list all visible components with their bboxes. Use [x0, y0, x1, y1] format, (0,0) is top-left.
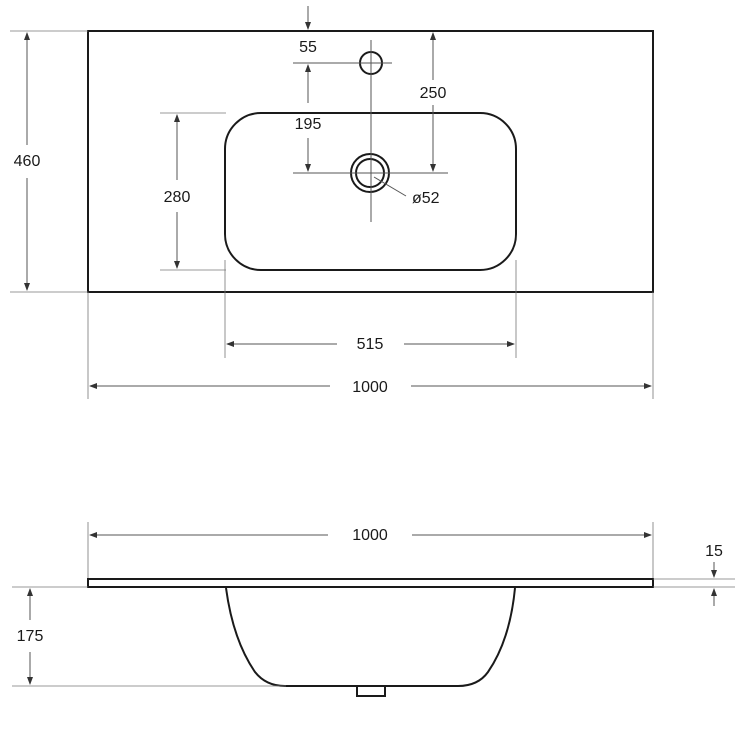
dim-label-15: 15 — [705, 543, 723, 560]
dim-label-diameter: ø52 — [412, 190, 440, 207]
bowl-profile — [225, 587, 516, 687]
top-view: 55 195 250 ø52 280 460 515 100 — [10, 6, 654, 399]
drain-stub — [356, 685, 386, 697]
side-view: 1000 15 175 — [12, 522, 735, 697]
dim-label-1000-side: 1000 — [352, 527, 388, 544]
dim-label-250: 250 — [420, 85, 447, 102]
dim-label-280: 280 — [164, 189, 191, 206]
dim-label-515: 515 — [357, 336, 384, 353]
drain-leader — [373, 176, 407, 197]
dim-label-1000-top: 1000 — [352, 379, 388, 396]
dim-label-175: 175 — [17, 628, 44, 645]
countertop-slab — [87, 578, 654, 588]
dim-label-55: 55 — [299, 39, 317, 56]
dim-label-195: 195 — [295, 116, 322, 133]
countertop-outline — [87, 30, 654, 293]
dim-label-460: 460 — [14, 153, 41, 170]
